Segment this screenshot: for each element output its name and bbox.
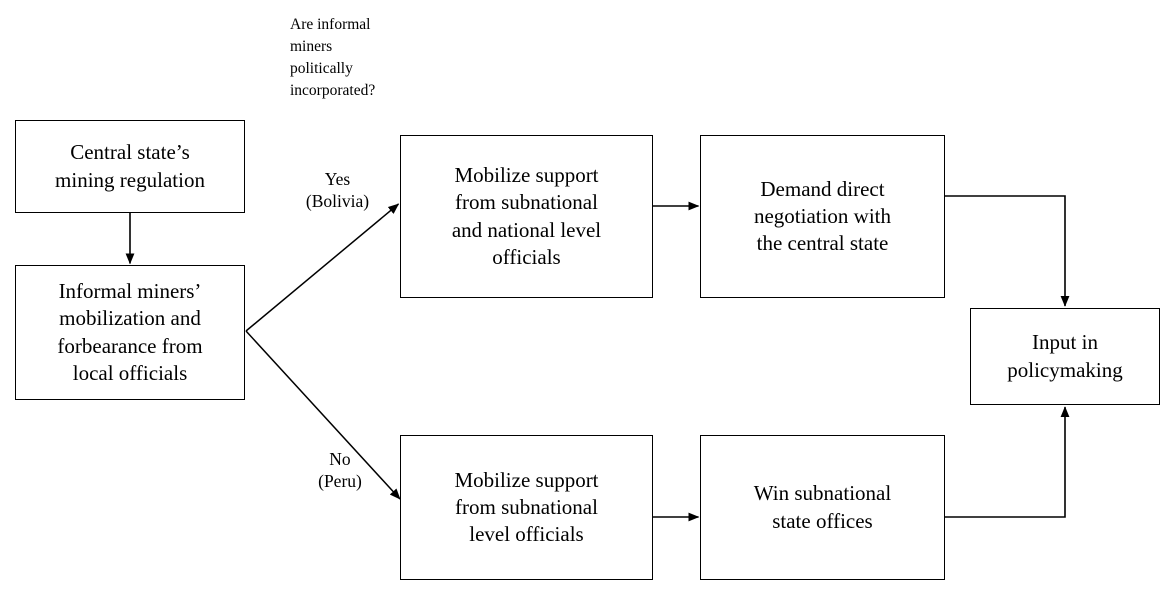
node-central-state-regulation[interactable]: Central state’s mining regulation bbox=[15, 120, 245, 213]
edge-label-no-peru: No (Peru) bbox=[318, 449, 362, 492]
node-mobilize-subnational-national[interactable]: Mobilize support from subnational and na… bbox=[400, 135, 653, 298]
node-input-in-policymaking[interactable]: Input in policymaking bbox=[970, 308, 1160, 405]
node-demand-direct-negotiation[interactable]: Demand direct negotiation with the centr… bbox=[700, 135, 945, 298]
node-informal-miners-mobilization[interactable]: Informal miners’ mobilization and forbea… bbox=[15, 265, 245, 400]
connector-win-offices-to-input bbox=[945, 406, 1070, 518]
branch-question-label: Are informal miners politically incorpor… bbox=[290, 16, 376, 99]
connector-yes-branch bbox=[245, 203, 400, 332]
node-mobilize-subnational[interactable]: Mobilize support from subnational level … bbox=[400, 435, 653, 580]
node-win-subnational-offices[interactable]: Win subnational state offices bbox=[700, 435, 945, 580]
edge-label-yes-bolivia: Yes (Bolivia) bbox=[305, 169, 370, 212]
connector-demand-to-input bbox=[945, 195, 1070, 307]
